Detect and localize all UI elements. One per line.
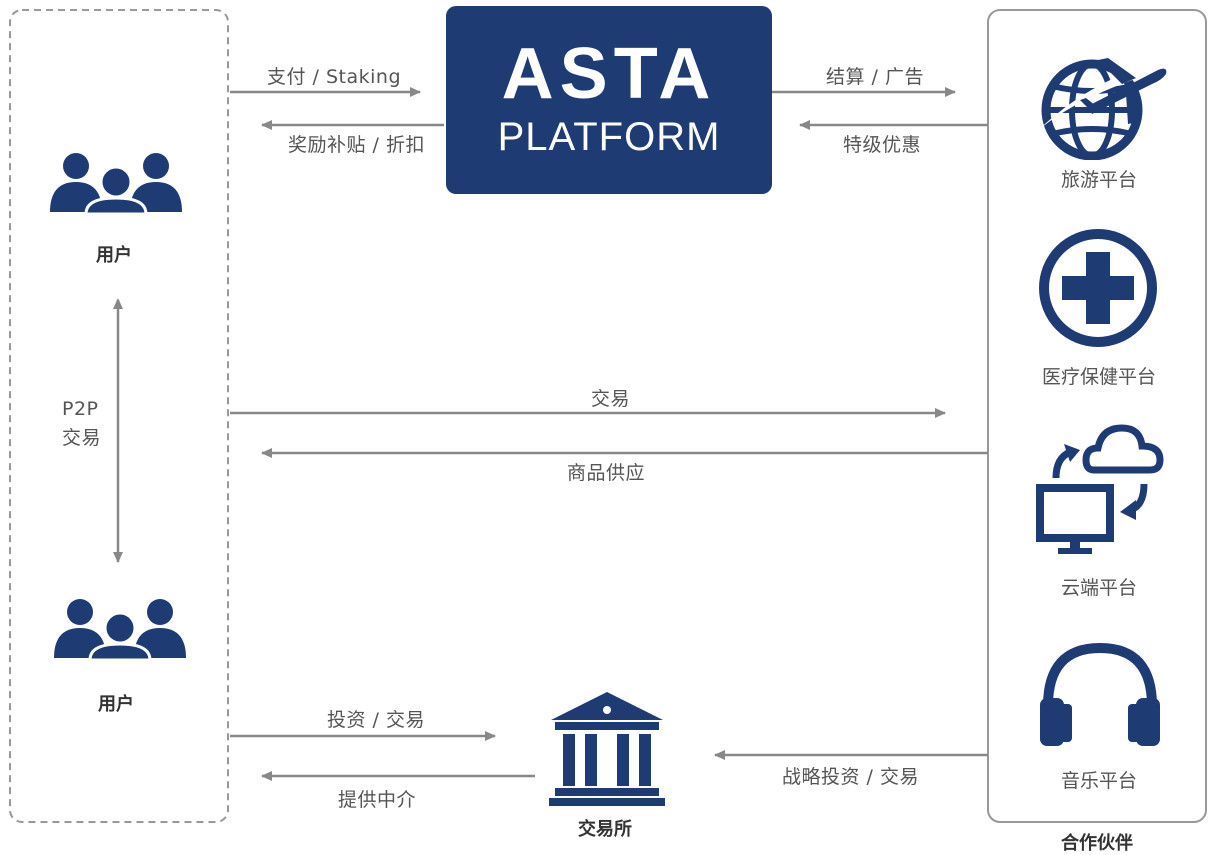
flow-intermediary-label: 提供中介 [338,789,417,811]
partner-music-label: 音乐平台 [1060,770,1137,792]
users-top-label: 用户 [96,245,132,266]
medical-cross-icon [1039,229,1157,347]
asta-platform-box: ASTA PLATFORM [446,6,772,194]
partners-group-box [987,9,1207,823]
partner-medical-label: 医疗保健平台 [1041,366,1156,388]
flow-strategic-invest-label: 战略投资 / 交易 [782,766,919,788]
p2p-label-line1: P2P [62,398,99,420]
flow-invest-trade-label: 投资 / 交易 [327,709,425,731]
flow-reward-label: 奖励补贴 / 折扣 [288,134,425,156]
cloud-computer-icon [1036,424,1164,554]
flow-settlement-ads-label: 结算 / 广告 [826,66,924,88]
flow-trade-label: 交易 [591,388,631,410]
users-bottom-icon [54,599,186,660]
p2p-label-line2: 交易 [62,427,102,449]
exchange-label: 交易所 [578,819,632,840]
platform-logo-line2: PLATFORM [497,115,721,159]
partner-cloud-label: 云端平台 [1060,577,1137,599]
flow-goods-supply-label: 商品供应 [567,462,646,484]
users-bottom-label: 用户 [98,694,134,715]
users-top-icon [50,153,182,214]
platform-logo-line1: ASTA [501,34,717,114]
flow-pay-staking-label: 支付 / Staking [267,66,402,88]
exchange-bank-icon [549,692,665,806]
users-group-box [9,9,229,823]
headphones-icon [1040,642,1160,746]
travel-globe-plane-icon [1030,58,1168,160]
partners-title: 合作伙伴 [1061,833,1133,854]
flow-special-offer-label: 特级优惠 [843,134,922,156]
partner-travel-label: 旅游平台 [1060,169,1137,191]
